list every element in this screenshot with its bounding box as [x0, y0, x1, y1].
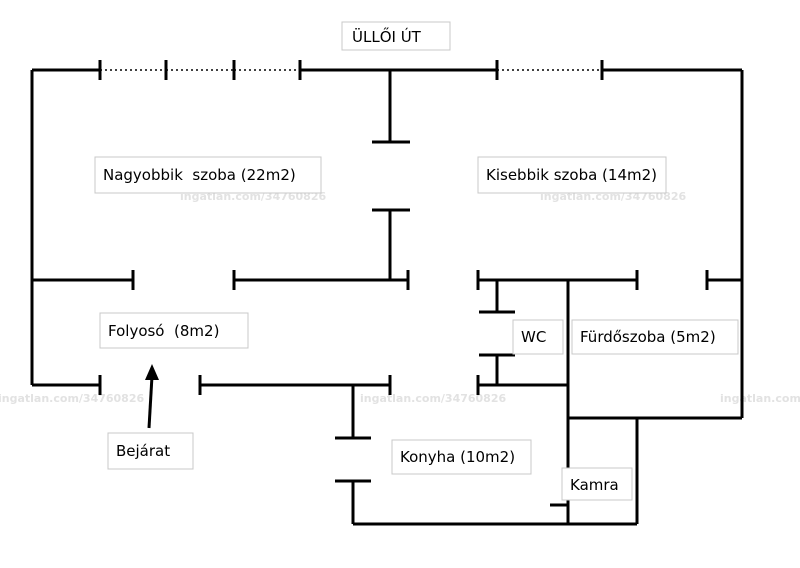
watermarks: ingatlan.com/34760826 ingatlan.com/34760… — [0, 190, 800, 405]
pantry-label: Kamra — [570, 476, 619, 494]
hallway-label: Folyosó (8m2) — [108, 322, 219, 340]
walls — [30, 60, 744, 526]
small-room-label-box — [477, 156, 667, 194]
street-label: ÜLLŐI ÚT — [352, 26, 422, 46]
large-room-label: Nagyobbik szoba (22m2) — [103, 166, 296, 184]
street-label-box — [341, 21, 451, 51]
large-room-label-box — [94, 156, 322, 194]
bathroom-label-box — [571, 319, 739, 355]
hallway-label-box — [99, 312, 249, 349]
labels: ÜLLŐI ÚT Nagyobbik szoba (22m2) Kisebbik… — [94, 21, 739, 501]
entrance-label-box — [107, 432, 194, 470]
entrance-arrow-head — [145, 364, 159, 380]
watermark-3: ingatlan.com/34760826 — [0, 392, 144, 405]
kitchen-label-box — [391, 439, 532, 475]
kitchen-label: Konyha (10m2) — [400, 448, 515, 466]
watermark-4: ingatlan.com/34760826 — [360, 392, 506, 405]
entrance-arrow-shaft — [147, 375, 154, 429]
entrance-arrow — [145, 364, 159, 429]
bathroom-label: Fürdőszoba (5m2) — [580, 328, 716, 346]
wc-label-box — [512, 319, 564, 355]
wc-label: WC — [521, 328, 546, 346]
pantry-label-box — [561, 467, 633, 501]
watermark-5: ingatlan.com/34760826 — [720, 392, 800, 405]
entrance-label: Bejárat — [116, 442, 170, 460]
small-room-label: Kisebbik szoba (14m2) — [486, 166, 657, 184]
